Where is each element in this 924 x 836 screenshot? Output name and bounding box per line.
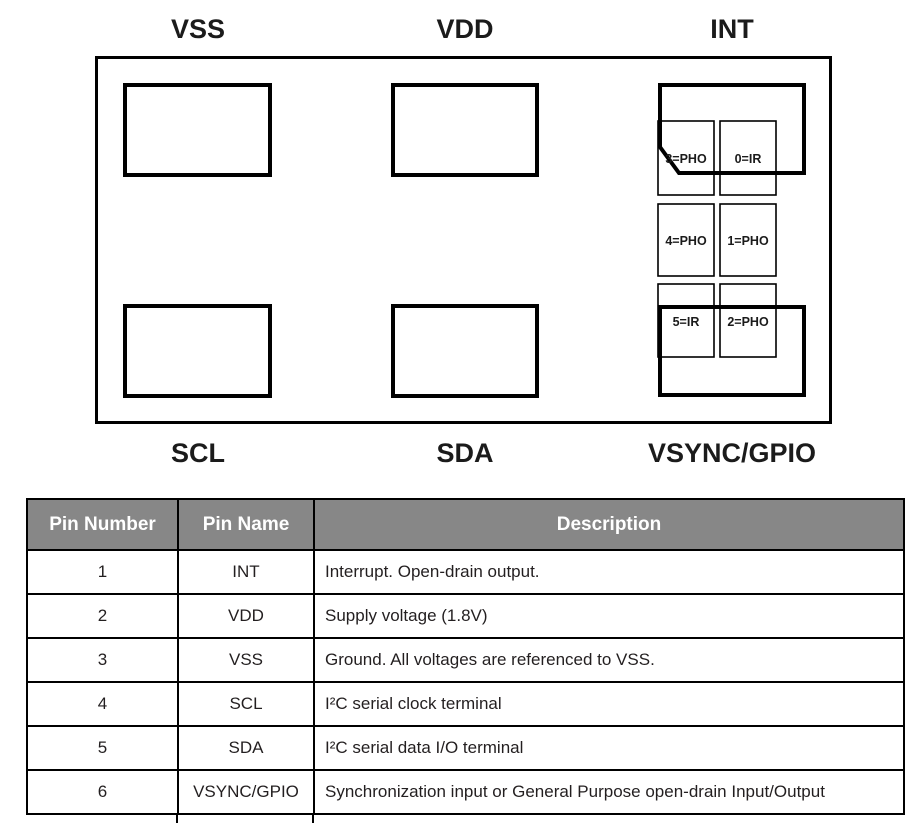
- pin-label-vsync-gpio: VSYNC/GPIO: [648, 438, 816, 468]
- pin-name: VSS: [177, 637, 315, 683]
- table-row: 1 INT Interrupt. Open-drain output.: [26, 549, 905, 595]
- sensor-cell-5: [657, 283, 715, 358]
- table-row: 6 VSYNC/GPIO Synchronization input or Ge…: [26, 769, 905, 815]
- sensor-cell-2: [719, 283, 777, 358]
- table-row: 3 VSS Ground. All voltages are reference…: [26, 637, 905, 683]
- sensor-cell-label: 0=IR: [735, 152, 762, 166]
- pad-vdd: [391, 83, 539, 177]
- pad-scl: [123, 304, 272, 398]
- pin-name: VDD: [177, 593, 315, 639]
- pin-description: Interrupt. Open-drain output.: [313, 549, 905, 595]
- pin-description: I²C serial clock terminal: [313, 681, 905, 727]
- pin-number: 1: [26, 549, 179, 595]
- pin-label-vss: VSS: [171, 14, 225, 44]
- pin-name: SCL: [177, 681, 315, 727]
- header-pin-number: Pin Number: [26, 498, 179, 551]
- table-header-row: Pin Number Pin Name Description: [26, 498, 905, 551]
- sensor-cell-label: 3=PHO: [665, 152, 707, 166]
- header-description: Description: [313, 498, 905, 551]
- pin-description: Ground. All voltages are referenced to V…: [313, 637, 905, 683]
- sensor-cell-0: [719, 120, 777, 196]
- sensor-cell-label: 5=IR: [673, 315, 700, 329]
- sensor-cell-label: 1=PHO: [727, 234, 769, 248]
- pin-diagram: VSS VDD INT 3=PHO 0=IR 4=PHO 1=PHO 5=IR …: [95, 14, 832, 468]
- pin-label-int: INT: [710, 14, 754, 44]
- pin-table-wrap: Pin Number Pin Name Description 1 INT In…: [26, 498, 905, 823]
- table-cutoff-rule: [176, 815, 178, 823]
- table-row: 4 SCL I²C serial clock terminal: [26, 681, 905, 727]
- pin-number: 3: [26, 637, 179, 683]
- sensor-cell-label: 4=PHO: [665, 234, 707, 248]
- pin-name: INT: [177, 549, 315, 595]
- pin-name: SDA: [177, 725, 315, 771]
- table-cutoff-rule: [312, 815, 314, 823]
- pin-number: 4: [26, 681, 179, 727]
- table-row: 5 SDA I²C serial data I/O terminal: [26, 725, 905, 771]
- pad-vsync-gpio: [658, 305, 806, 397]
- pin-description: I²C serial data I/O terminal: [313, 725, 905, 771]
- pin-label-vdd: VDD: [436, 14, 493, 44]
- pin-label-sda: SDA: [436, 438, 493, 468]
- sensor-cell-4: [657, 203, 715, 277]
- pin-description: Synchronization input or General Purpose…: [313, 769, 905, 815]
- sensor-cell-3: [657, 120, 715, 196]
- pin-number: 2: [26, 593, 179, 639]
- pin-number: 5: [26, 725, 179, 771]
- pin-number: 6: [26, 769, 179, 815]
- table-row: 2 VDD Supply voltage (1.8V): [26, 593, 905, 639]
- pad-vss: [123, 83, 272, 177]
- pin-description-table: Pin Number Pin Name Description 1 INT In…: [26, 498, 905, 815]
- sensor-cell-1: [719, 203, 777, 277]
- pad-sda: [391, 304, 539, 398]
- sensor-cell-label: 2=PHO: [727, 315, 769, 329]
- header-pin-name: Pin Name: [177, 498, 315, 551]
- pin-name: VSYNC/GPIO: [177, 769, 315, 815]
- pin-description: Supply voltage (1.8V): [313, 593, 905, 639]
- pin-label-scl: SCL: [171, 438, 225, 468]
- pad-int: [658, 83, 806, 175]
